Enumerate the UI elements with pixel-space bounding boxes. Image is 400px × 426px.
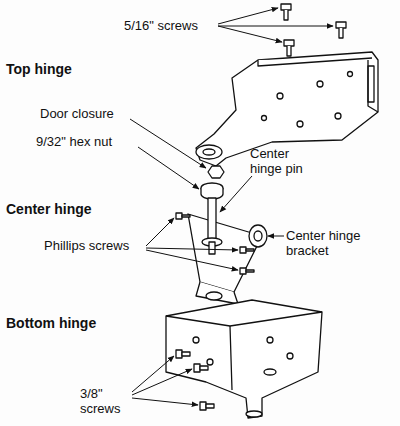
phillips-screw	[240, 247, 254, 253]
section-heading: Top hinge	[6, 62, 106, 77]
phillips-screw	[176, 213, 190, 219]
door-closure	[208, 166, 224, 178]
part-label: Phillips screws	[44, 238, 146, 253]
center-hinge-bracket	[188, 214, 267, 304]
screw	[284, 40, 294, 56]
screw	[194, 364, 208, 372]
hex-nut	[201, 183, 223, 199]
phillips-screw	[240, 268, 254, 274]
center-hinge-pin	[202, 198, 222, 254]
part-label: Center hinge bracket	[286, 228, 394, 258]
part-label: Door closure	[40, 106, 132, 121]
part-label: 5/16" screws	[124, 18, 220, 33]
part-label: 3/8" screws	[80, 386, 132, 416]
part-label: 9/32" hex nut	[36, 134, 140, 149]
leader-lines	[130, 8, 333, 405]
section-heading: Bottom hinge	[6, 316, 116, 331]
screw	[336, 22, 346, 38]
part-label: Center hinge pin	[250, 146, 324, 176]
bottom-hinge	[166, 300, 322, 418]
screw	[176, 350, 190, 358]
screw	[281, 4, 291, 20]
screw	[200, 402, 214, 410]
section-heading: Center hinge	[6, 202, 116, 217]
